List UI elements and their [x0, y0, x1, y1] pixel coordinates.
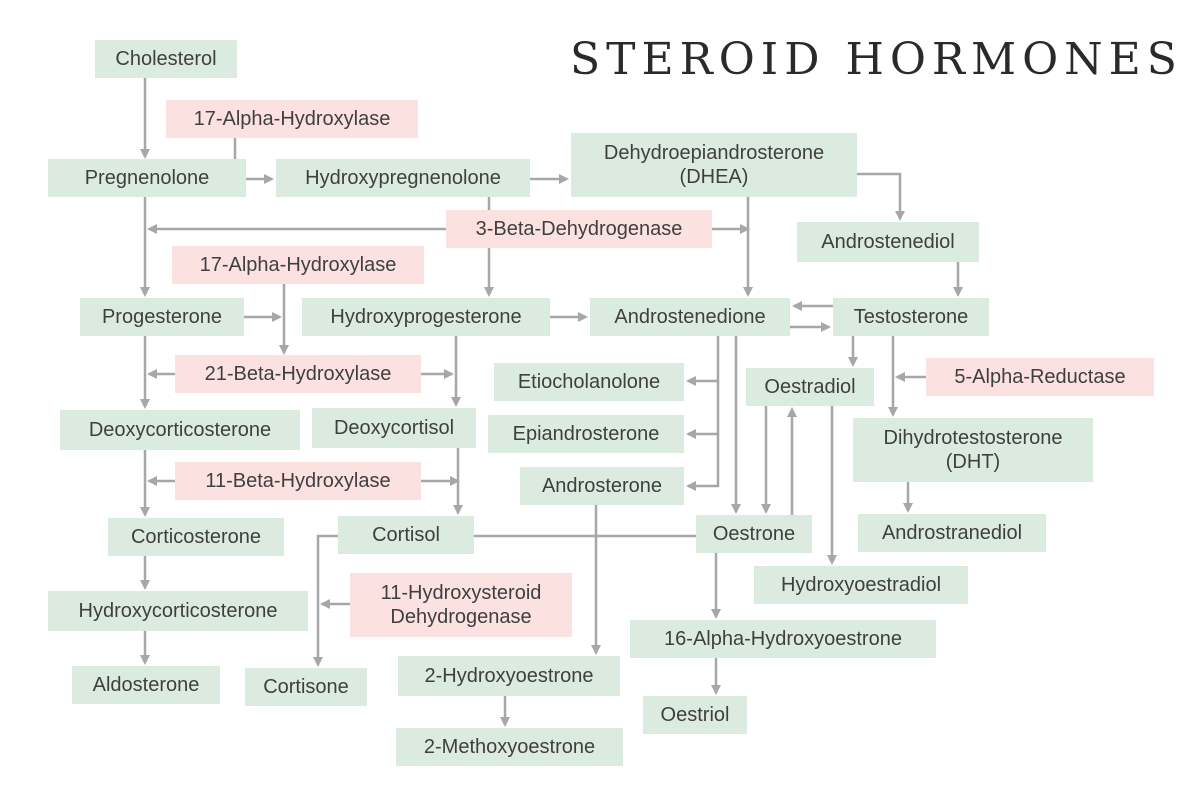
enzyme-21-beta-hydroxylase: 21-Beta-Hydroxylase [175, 355, 421, 393]
node-cholesterol: Cholesterol [95, 40, 237, 78]
node-hydroxypregnenolone: Hydroxypregnenolone [276, 159, 530, 197]
node-hydroxyoestradiol: Hydroxyoestradiol [754, 566, 968, 604]
arrow-dhea-to-androstenediol [857, 172, 905, 221]
enzyme-3-beta-dehydrogenase: 3-Beta-Dehydrogenase [446, 210, 712, 248]
node-androstenediol: Androstenediol [797, 222, 979, 262]
node-epiandrosterone: Epiandrosterone [488, 415, 684, 453]
node-dht: Dihydrotestosterone (DHT) [853, 418, 1093, 482]
node-cortisol: Cortisol [338, 516, 474, 554]
node-oestrone: Oestrone [696, 515, 812, 553]
node-androstenedione: Androstenedione [590, 298, 790, 336]
node-cortisone: Cortisone [245, 668, 367, 706]
arrow-androstenedione-to-androsterone [686, 434, 720, 491]
enzyme-5-alpha-reductase: 5-Alpha-Reductase [926, 358, 1154, 396]
enzyme-11-beta-hydroxylase: 11-Beta-Hydroxylase [175, 462, 421, 500]
enzyme-17-alpha-hydroxylase-top: 17-Alpha-Hydroxylase [166, 100, 418, 138]
node-androsterone: Androsterone [520, 467, 684, 505]
node-testosterone: Testosterone [833, 298, 989, 336]
node-aldosterone: Aldosterone [72, 666, 220, 704]
arrow-cortisol-to-cortisone [313, 534, 338, 667]
node-corticosterone: Corticosterone [108, 518, 284, 556]
arrow-androstenedione-to-epiandrosterone [686, 381, 720, 439]
node-2-hydroxyoestrone: 2-Hydroxyoestrone [398, 656, 620, 696]
enzyme-11-hydroxysteroid-dehydrogenase: 11-Hydroxysteroid Dehydrogenase [350, 573, 572, 637]
page-title: STEROID HORMONES [570, 34, 1183, 85]
node-pregnenolone: Pregnenolone [48, 159, 246, 197]
node-progesterone: Progesterone [80, 298, 244, 336]
node-etiocholanolone: Etiocholanolone [494, 363, 684, 401]
arrow-androstenedione-to-etiocholanolone [686, 336, 720, 386]
enzyme-17-alpha-hydroxylase-mid: 17-Alpha-Hydroxylase [172, 246, 424, 284]
node-deoxycorticosterone: Deoxycorticosterone [60, 410, 300, 450]
node-oestriol: Oestriol [643, 696, 747, 734]
node-hydroxyprogesterone: Hydroxyprogesterone [302, 298, 550, 336]
node-oestradiol: Oestradiol [746, 368, 874, 406]
node-hydroxycorticosterone: Hydroxycorticosterone [48, 591, 308, 631]
node-16-alpha-hydroxyoestrone: 16-Alpha-Hydroxyoestrone [630, 620, 936, 658]
node-2-methoxyoestrone: 2-Methoxyoestrone [396, 728, 623, 766]
node-androstranediol: Androstranediol [858, 514, 1046, 552]
node-dhea: Dehydroepiandrosterone (DHEA) [571, 133, 857, 197]
node-deoxycortisol: Deoxycortisol [312, 408, 476, 448]
